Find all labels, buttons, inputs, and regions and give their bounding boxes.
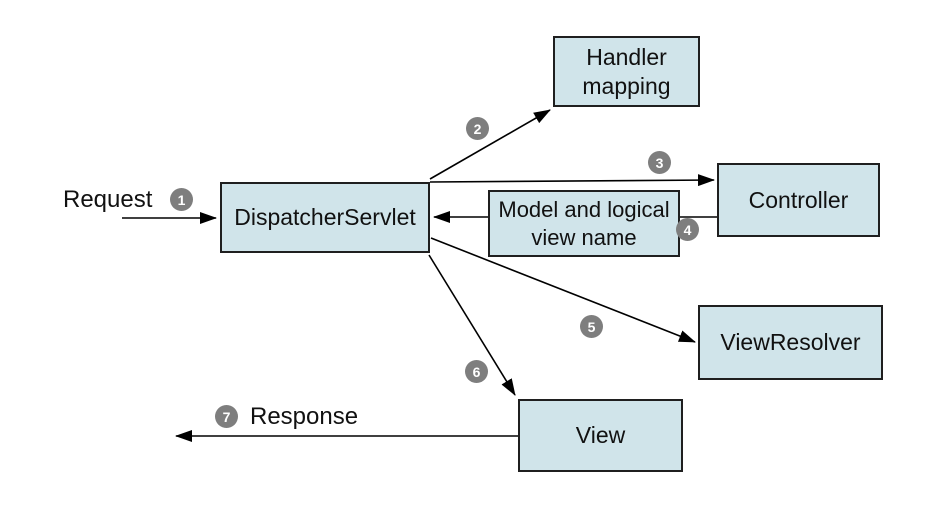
dispatcher-servlet-label: DispatcherServlet bbox=[234, 204, 416, 230]
model-label-line2: view name bbox=[531, 224, 637, 250]
response-label: Response bbox=[250, 403, 359, 430]
arrow-step-2-dispatcher-to-handler-mapping bbox=[429, 109, 551, 180]
step-badge-6: 6 bbox=[465, 360, 488, 383]
view-resolver-node: ViewResolver bbox=[698, 305, 883, 380]
step-badge-4: 4 bbox=[676, 218, 699, 241]
model-label-line1: Model and logical bbox=[498, 196, 670, 222]
handler-mapping-node: Handler mapping bbox=[553, 36, 700, 107]
handler-mapping-label-line2: mapping bbox=[582, 72, 671, 99]
view-label: View bbox=[575, 422, 626, 448]
controller-label: Controller bbox=[748, 186, 849, 213]
view-node: View bbox=[518, 399, 683, 472]
view-resolver-label: ViewResolver bbox=[720, 329, 861, 355]
step-badge-3: 3 bbox=[648, 151, 671, 174]
model-and-logical-view-name-node: Model and logical view name bbox=[488, 190, 680, 257]
request-label: Request bbox=[63, 186, 153, 213]
step-badge-5: 5 bbox=[580, 315, 603, 338]
step-badge-1: 1 bbox=[170, 188, 193, 211]
arrow-step-3-dispatcher-to-controller bbox=[429, 174, 715, 187]
step-badge-2: 2 bbox=[466, 117, 489, 140]
dispatcher-servlet-node: DispatcherServlet bbox=[220, 182, 430, 253]
step-badge-7: 7 bbox=[215, 405, 238, 428]
controller-node: Controller bbox=[717, 163, 880, 237]
handler-mapping-label-line1: Handler bbox=[586, 43, 667, 70]
